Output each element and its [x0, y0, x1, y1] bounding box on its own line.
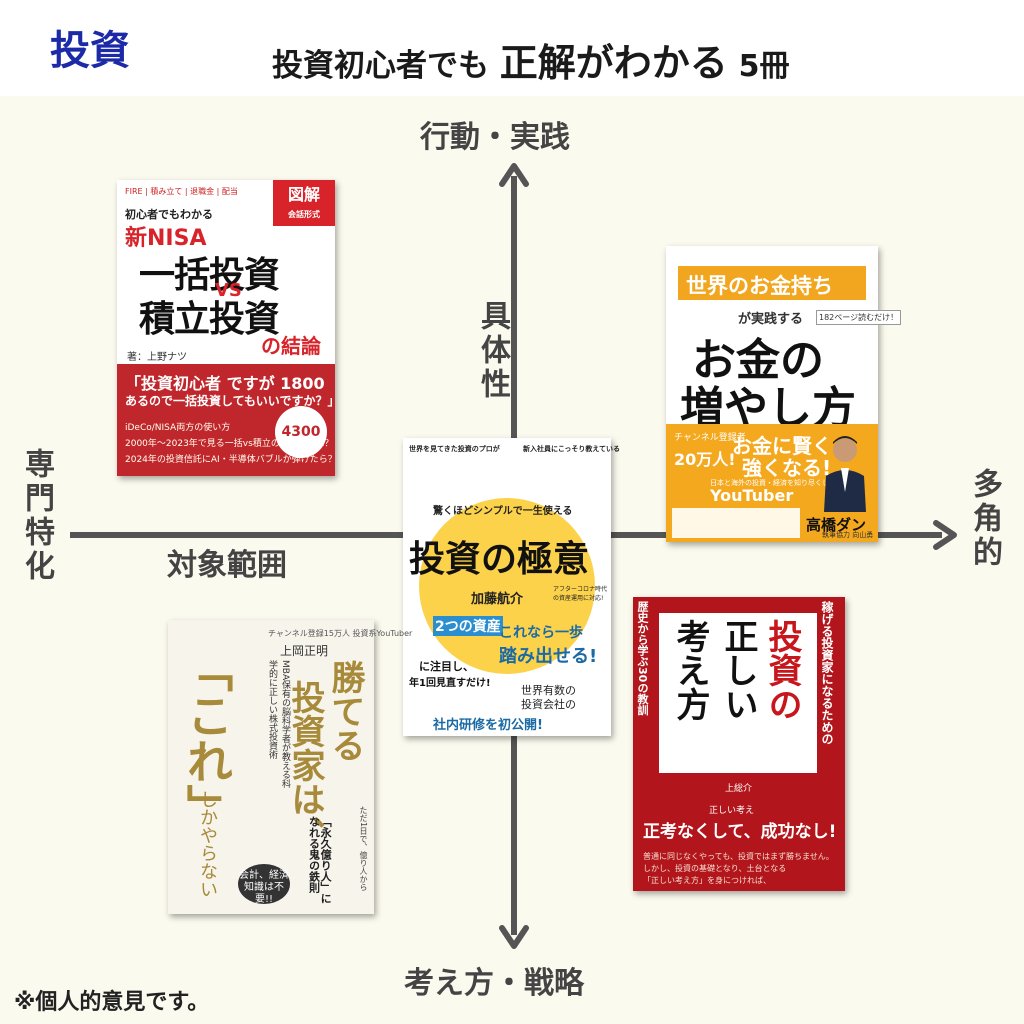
book-b-support: 執筆協力 向山勇: [822, 531, 874, 539]
book-c-line3: に注目し、: [419, 660, 474, 673]
book-c-line9: 社内研修を初公開!: [433, 718, 543, 733]
book-e-desc3: 「正しい考え方」を身につければ、: [643, 876, 771, 885]
book-cover-gokui: 世界を見てきた投資のプロが 新入社員にこっそり教えている 驚くほどシンプルで一生…: [403, 438, 620, 736]
book-b-channel: チャンネル登録者: [674, 433, 746, 443]
book-a-quote2: あるので一括投資してもいいですか？」: [125, 394, 340, 408]
book-b-line6: 強くなる!: [742, 456, 832, 480]
book-b-note: 182ページ読むだけ！: [816, 310, 902, 325]
book-a-tags: FIRE | 積み立て | 退職金 | 配当: [125, 187, 238, 196]
book-c-line8: 投資会社の: [521, 698, 576, 711]
book-a-badge: 4300: [275, 406, 327, 458]
headline-main: 正解がわかる: [499, 41, 728, 85]
book-b-count: 20万人!: [674, 450, 736, 469]
book-d-circle: 会計、経済知識は不要!!: [238, 864, 290, 905]
book-a-line1: 初心者でもわかる: [125, 208, 213, 221]
book-e-desc2: しかし、投資の基礎となり、土台となる: [643, 864, 787, 873]
headline-pre: 投資初心者でも: [272, 48, 489, 84]
book-a-list1: iDeCo/NISA両方の使い方: [125, 423, 231, 433]
book-a-line4: 積立投資: [139, 299, 280, 340]
book-e-line4: 正考なくして、成功なし!: [643, 822, 837, 842]
book-e-side2: 歴史から学ぶ30の教訓: [636, 601, 649, 716]
book-c-line5: これなら一歩: [499, 625, 583, 641]
book-cover-okane: 世界のお金持ち が実践する 182ページ読むだけ！ お金の 増やし方 チャンネル…: [666, 246, 902, 542]
axis-name-vertical: 具体性: [475, 300, 510, 402]
axis-label-bottom: 考え方・戦略: [404, 966, 584, 1001]
book-cover-kateru: チャンネル登録15万人 投資系YouTuber 上岡正明 MBA保有の脳科学者が…: [168, 620, 412, 914]
book-b-line5: お金に賢く: [732, 434, 832, 458]
headline-count: 5冊: [738, 49, 790, 84]
book-c-tag: 2つの資産: [433, 616, 503, 636]
book-c-line4: 年1回見直すだけ!: [409, 678, 491, 689]
book-c-line2: 投資の極意: [409, 539, 590, 580]
book-a-list3: 2024年の投資信託にAI・半導体バブルが弾けたら？: [125, 455, 337, 465]
book-a-list2: 2000年〜2023年で見る一括vs積立のリターンは？: [125, 439, 334, 449]
book-e-white-panel: [659, 613, 817, 773]
book-b-sub: 日本と海外の投資・経済を知り尽くした: [710, 479, 836, 487]
book-a-line5: の結論: [261, 334, 321, 358]
disclaimer-note: ※個人的意見です。: [14, 990, 210, 1015]
book-c-line1: 驚くほどシンプルで一生使える: [433, 506, 573, 517]
book-c-bubble1: 世界を見てきた投資のプロが: [409, 445, 500, 453]
book-e-side1: 稼げる投資家になるための: [820, 601, 834, 745]
book-c-yellow-circle: [419, 498, 595, 674]
book-b-author: 高橋ダン: [806, 516, 867, 534]
book-d-sub: MBA保有の脳科学者が教える科学的に正しい株式投資術: [267, 660, 290, 789]
book-d-line1: 勝てる: [325, 660, 365, 762]
book-b-info-table: [672, 508, 800, 538]
book-a-zukai: 図解: [287, 185, 320, 204]
book-a-line2: 新NISA: [125, 226, 207, 251]
arrow-up-icon: [499, 163, 529, 187]
book-a-vs: VS: [215, 280, 242, 301]
axis-label-left: 専門特化: [19, 448, 54, 584]
headline: 投資初心者でも 正解がわかる 5冊: [272, 32, 789, 87]
book-b-line2: が実践する: [738, 312, 804, 327]
book-e-author: 上総介: [725, 784, 753, 794]
book-e-desc1: 普通に同じなくやっても、投資ではまず勝ちません。: [643, 852, 834, 861]
category-title: 投資: [50, 28, 130, 74]
book-d-line3: 「これ」: [180, 646, 234, 830]
book-e-line3: 考え方: [670, 619, 710, 721]
book-a-line3: 一括投資: [139, 255, 280, 296]
author-photo-icon: [824, 436, 866, 512]
book-c-line6: 踏み出せる!: [499, 646, 598, 667]
book-b-youtuber: YouTuber: [710, 486, 794, 505]
book-a-zukai-badge: 図解会話形式: [273, 180, 335, 226]
axis-name-horizontal: 対象範囲: [167, 548, 287, 583]
book-d-author: 上岡正明: [280, 644, 329, 658]
arrow-down-icon: [499, 925, 529, 949]
book-d-channel: チャンネル登録15万人 投資系YouTuber: [268, 629, 413, 638]
book-c-bubble2: 新入社員にこっそり教えている: [523, 445, 621, 453]
book-b-title-band: [678, 266, 866, 300]
book-e-line2: 正しい: [718, 619, 758, 721]
arrow-right-icon: [933, 520, 957, 550]
book-d-side: ただ1日で、億り人から: [359, 806, 368, 892]
book-d-line4: しかやらない: [197, 790, 218, 898]
book-c-after: アフターコロナ時代の資産運用に対応!: [553, 586, 608, 602]
book-d-line2: 投資家は、: [285, 680, 325, 850]
book-a-zukai-sub: 会話形式: [288, 210, 320, 219]
book-cover-tadashii: 稼げる投資家になるための 歴史から学ぶ30の教訓 投資の 正しい 考え方 上総介…: [633, 597, 845, 891]
axis-label-right: 多角的: [967, 468, 1002, 570]
axis-label-top: 行動・実践: [420, 120, 570, 155]
header: 投資 投資初心者でも 正解がわかる 5冊: [0, 0, 1024, 96]
book-b-line3: お金の: [692, 335, 824, 386]
book-c-line7: 世界有数の: [521, 684, 576, 697]
book-a-author: 著：上野ナツ: [127, 352, 187, 363]
book-cover-nisa: FIRE | 積み立て | 退職金 | 配当 図解会話形式 初心者でもわかる 新…: [117, 180, 339, 476]
book-b-line1: 世界のお金持ち: [686, 274, 833, 298]
book-e-caption: 正しい考え: [709, 806, 755, 816]
book-c-author: 加藤航介: [471, 592, 524, 607]
book-d-rule: 「永久億り人」になれる鬼の鉄則: [307, 816, 333, 904]
book-e-line1: 投資の: [762, 619, 802, 721]
book-a-quote1: 「投資初心者 ですが 1800: [125, 374, 325, 393]
